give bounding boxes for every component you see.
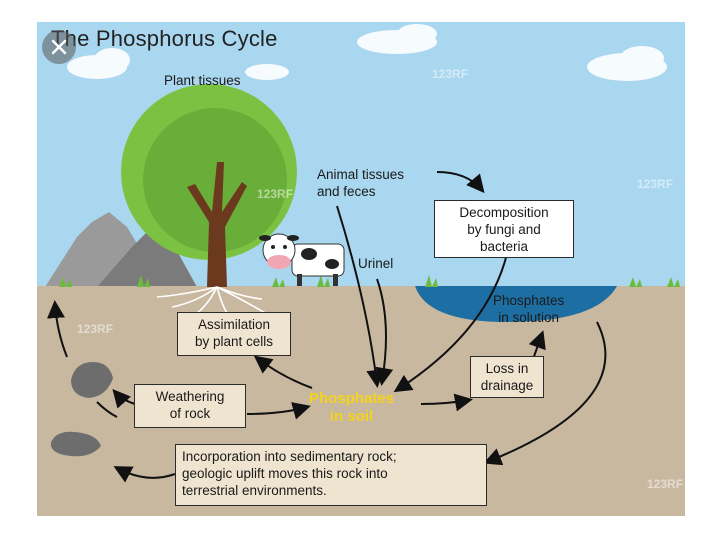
arrow-rock-to-mountain bbox=[47, 300, 68, 358]
label-phosphates-soil: Phosphates in soil bbox=[309, 390, 395, 425]
arrow-solution-to-incorporation bbox=[483, 321, 607, 466]
diagram-illustration bbox=[37, 22, 685, 516]
arrow-decomposition-to-soil bbox=[393, 253, 508, 393]
arrow-weathering-to-rock bbox=[112, 388, 136, 409]
arrow-soil-to-assimilation bbox=[253, 355, 313, 389]
box-decomposition: Decomposition by fungi and bacteria bbox=[434, 200, 574, 258]
page-title: The Phosphorus Cycle bbox=[51, 26, 278, 51]
label-phosphates-solution: Phosphates in solution bbox=[493, 293, 565, 325]
close-button[interactable] bbox=[42, 30, 76, 64]
arrow-weathering-to-soil bbox=[246, 402, 311, 420]
water-pond bbox=[415, 286, 617, 322]
close-icon bbox=[51, 39, 67, 55]
label-urine: Urinel bbox=[358, 256, 394, 271]
arrow-rock-to-weathering-path bbox=[96, 401, 118, 418]
arrow-soil-to-loss bbox=[420, 393, 473, 412]
box-assimilation: Assimilation by plant cells bbox=[177, 312, 291, 356]
watermark-text: 123RF bbox=[647, 477, 684, 491]
phosphorus-cycle-figure: The Phosphorus Cycle 123RF 123RF 123RF 1… bbox=[37, 22, 685, 516]
grass bbox=[59, 275, 680, 287]
label-plant-tissues: Plant tissues bbox=[164, 73, 241, 88]
box-incorporation: Incorporation into sedimentary rock; geo… bbox=[175, 444, 487, 506]
arrow-animal-to-soil bbox=[336, 205, 385, 388]
box-weathering: Weathering of rock bbox=[134, 384, 246, 428]
cloud-icon bbox=[67, 24, 667, 81]
watermark-text: 123RF bbox=[77, 322, 114, 336]
tree-icon bbox=[121, 84, 297, 323]
label-animal-tissues: Animal tissues and feces bbox=[317, 167, 405, 199]
watermark-text: 123RF bbox=[257, 187, 294, 201]
cow-icon bbox=[259, 233, 345, 286]
box-loss-in-drainage: Loss in drainage bbox=[470, 356, 544, 398]
watermark-text: 123RF bbox=[637, 177, 674, 191]
arrow-animal-to-decomposition bbox=[436, 171, 485, 194]
watermark-text: 123RF bbox=[432, 67, 469, 81]
rock-icon bbox=[50, 362, 113, 457]
arrow-incorporation-to-rock bbox=[113, 466, 176, 483]
